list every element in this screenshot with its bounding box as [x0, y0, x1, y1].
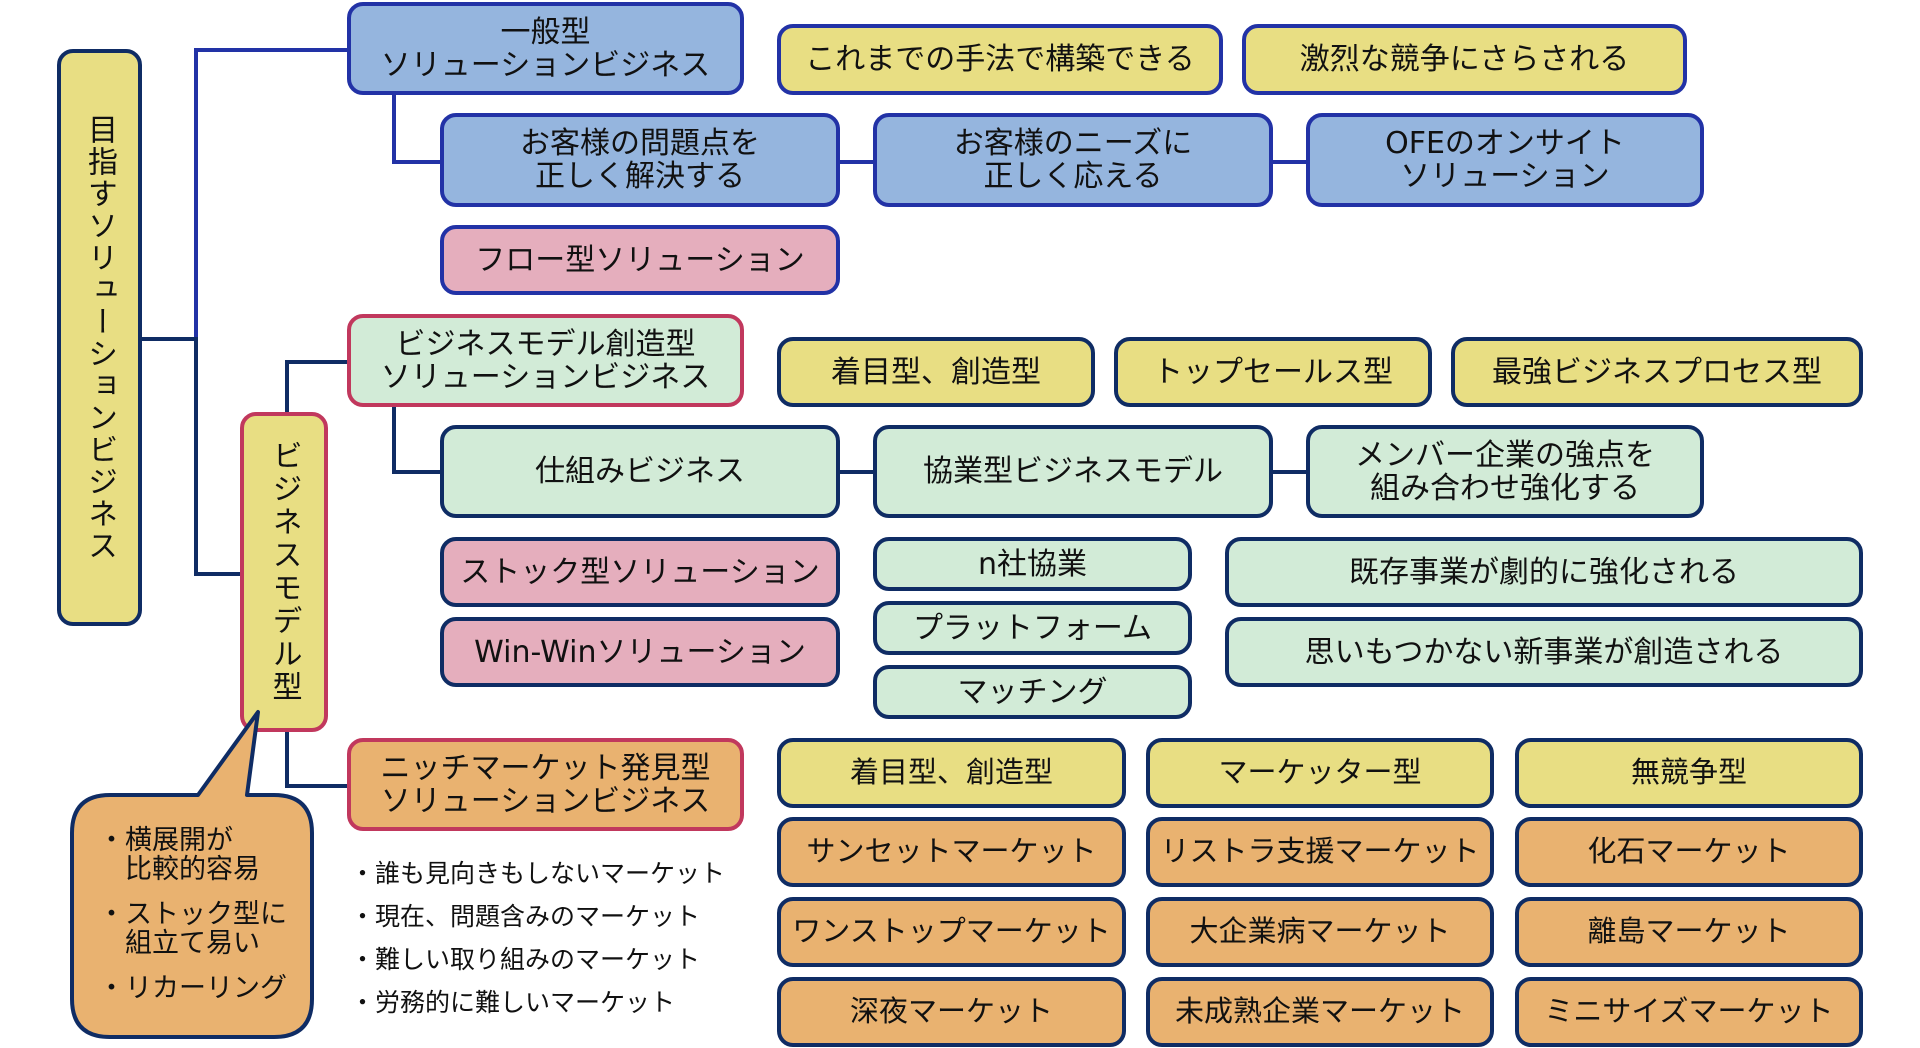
bm-trait-box: トップセールス型 [1114, 337, 1432, 407]
niche-note: ・ 難しい取り組みのマーケット [350, 938, 725, 981]
general-chain-box: お客様の問題点を 正しく解決する [440, 113, 840, 207]
callout-item: ・ 横展開が 比較的容易 [98, 826, 308, 884]
general-chain-box: OFEのオンサイト ソリューション [1306, 113, 1704, 207]
bullet: ・ [98, 825, 125, 856]
business-model-category-box: ビジネスモデル型 [240, 412, 328, 732]
general-title-box: 一般型 ソリューションビジネス [347, 2, 744, 95]
niche-note-text: 難しい取り組みのマーケット [375, 945, 701, 974]
callout-text: ・ 横展開が 比較的容易 ・ ストック型に 組立て易い ・ リカーリング [98, 826, 308, 1003]
bm-title-box: ビジネスモデル創造型 ソリューションビジネス [347, 314, 744, 407]
niche-title-box: ニッチマーケット発見型 ソリューションビジネス [347, 738, 744, 831]
outcome-box: 思いもつかない新事業が創造される [1225, 617, 1863, 687]
bm-chain-box: メンバー企業の強点を 組み合わせ強化する [1306, 425, 1704, 518]
niche-notes-list: ・ 誰も見向きもしないマーケット ・ 現在、問題含みのマーケット ・ 難しい取り… [350, 852, 725, 1024]
category-to-bm-title-line [285, 360, 351, 415]
root-box: 目指すソリューションビジネス [57, 49, 142, 626]
bullet: ・ [98, 899, 125, 930]
callout-item-text: ストック型に 組立て易い [125, 899, 287, 959]
stock-solution-box: ストック型ソリューション [440, 537, 840, 607]
market-box: 離島マーケット [1515, 897, 1863, 967]
market-box: 化石マーケット [1515, 817, 1863, 887]
collaboration-form-box: n社協業 [873, 537, 1192, 591]
bm-title-to-chain-line [392, 404, 444, 474]
market-box: 未成熟企業マーケット [1146, 977, 1494, 1047]
business-model-category-label: ビジネスモデル型 [266, 440, 302, 704]
market-box: 大企業病マーケット [1146, 897, 1494, 967]
general-trait-box: これまでの手法で構築できる [777, 24, 1223, 95]
general-to-chain-line [392, 92, 444, 164]
niche-note-text: 労務的に難しいマーケット [375, 988, 676, 1017]
flow-solution-box: フロー型ソリューション [440, 225, 840, 295]
niche-note-text: 現在、問題含みのマーケット [375, 902, 701, 931]
niche-trait-box: 着目型、創造型 [777, 738, 1126, 808]
outcome-box: 既存事業が劇的に強化される [1225, 537, 1863, 607]
bm-chain-box: 仕組みビジネス [440, 425, 840, 518]
root-label: 目指すソリューションビジネス [82, 113, 117, 562]
category-to-niche-line [285, 729, 351, 788]
bullet: ・ [350, 902, 376, 931]
collaboration-form-box: マッチング [873, 665, 1192, 719]
market-box: サンセットマーケット [777, 817, 1126, 887]
callout-item: ・ ストック型に 組立て易い [98, 900, 308, 958]
niche-trait-box: 無競争型 [1515, 738, 1863, 808]
callout-item-text: 横展開が 比較的容易 [125, 825, 260, 885]
trunk-lower-line [194, 337, 244, 576]
niche-trait-box: マーケッター型 [1146, 738, 1494, 808]
niche-note: ・ 労務的に難しいマーケット [350, 981, 725, 1024]
winwin-solution-box: Win-Winソリューション [440, 617, 840, 687]
niche-note: ・ 誰も見向きもしないマーケット [350, 852, 725, 895]
bm-trait-box: 着目型、創造型 [777, 337, 1095, 407]
general-chain-box: お客様のニーズに 正しく応える [873, 113, 1273, 207]
bullet: ・ [350, 988, 376, 1017]
niche-note-text: 誰も見向きもしないマーケット [375, 859, 726, 888]
bullet: ・ [350, 945, 376, 974]
collaboration-form-box: プラットフォーム [873, 601, 1192, 655]
market-box: 深夜マーケット [777, 977, 1126, 1047]
callout-item-text: リカーリング [125, 973, 287, 1004]
general-trait-box: 激烈な競争にさらされる [1242, 24, 1687, 95]
market-box: リストラ支援マーケット [1146, 817, 1494, 887]
market-box: ミニサイズマーケット [1515, 977, 1863, 1047]
bm-chain-box: 協業型ビジネスモデル [873, 425, 1273, 518]
niche-note: ・ 現在、問題含みのマーケット [350, 895, 725, 938]
callout-item: ・ リカーリング [98, 974, 308, 1003]
callout-shape [70, 710, 314, 1039]
bm-trait-box: 最強ビジネスプロセス型 [1451, 337, 1863, 407]
bullet: ・ [350, 859, 376, 888]
market-box: ワンストップマーケット [777, 897, 1126, 967]
bullet: ・ [98, 973, 125, 1004]
